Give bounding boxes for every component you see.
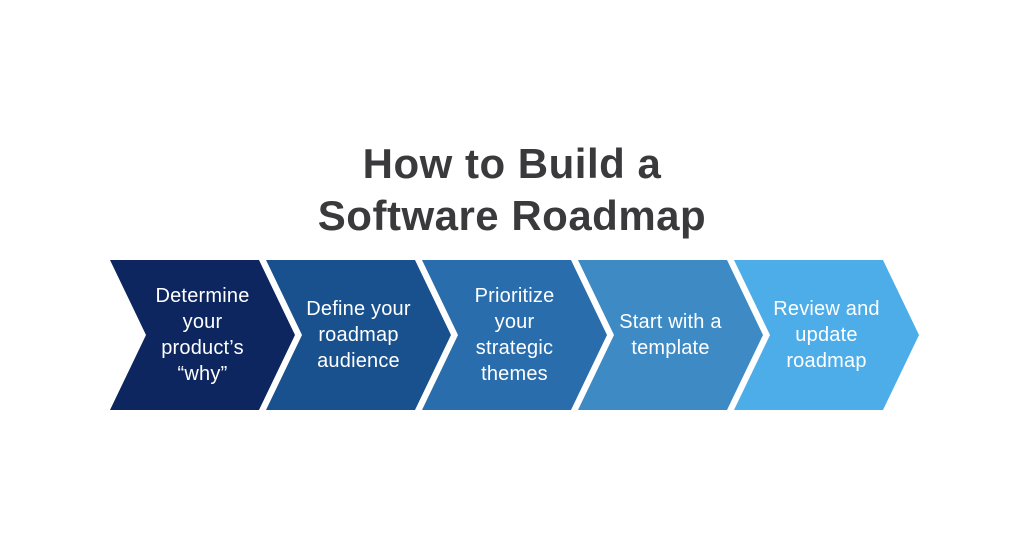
step-1-label: Determine your product’s “why”: [155, 285, 250, 385]
process-flow-band: Determine your product’s “why” Define yo…: [0, 260, 1024, 410]
step-2-label: Define your roadmap audience: [306, 298, 411, 372]
chevron-step-1: Determine your product’s “why”: [110, 260, 295, 410]
chevron-step-4: Start with a template: [578, 260, 763, 410]
step-5-label: Review and update roadmap: [773, 298, 880, 372]
step-4-label: Start with a template: [619, 311, 722, 359]
page-title: How to Build a Software Roadmap: [317, 140, 707, 240]
step-3-label: Prioritize your strategic themes: [474, 285, 555, 385]
